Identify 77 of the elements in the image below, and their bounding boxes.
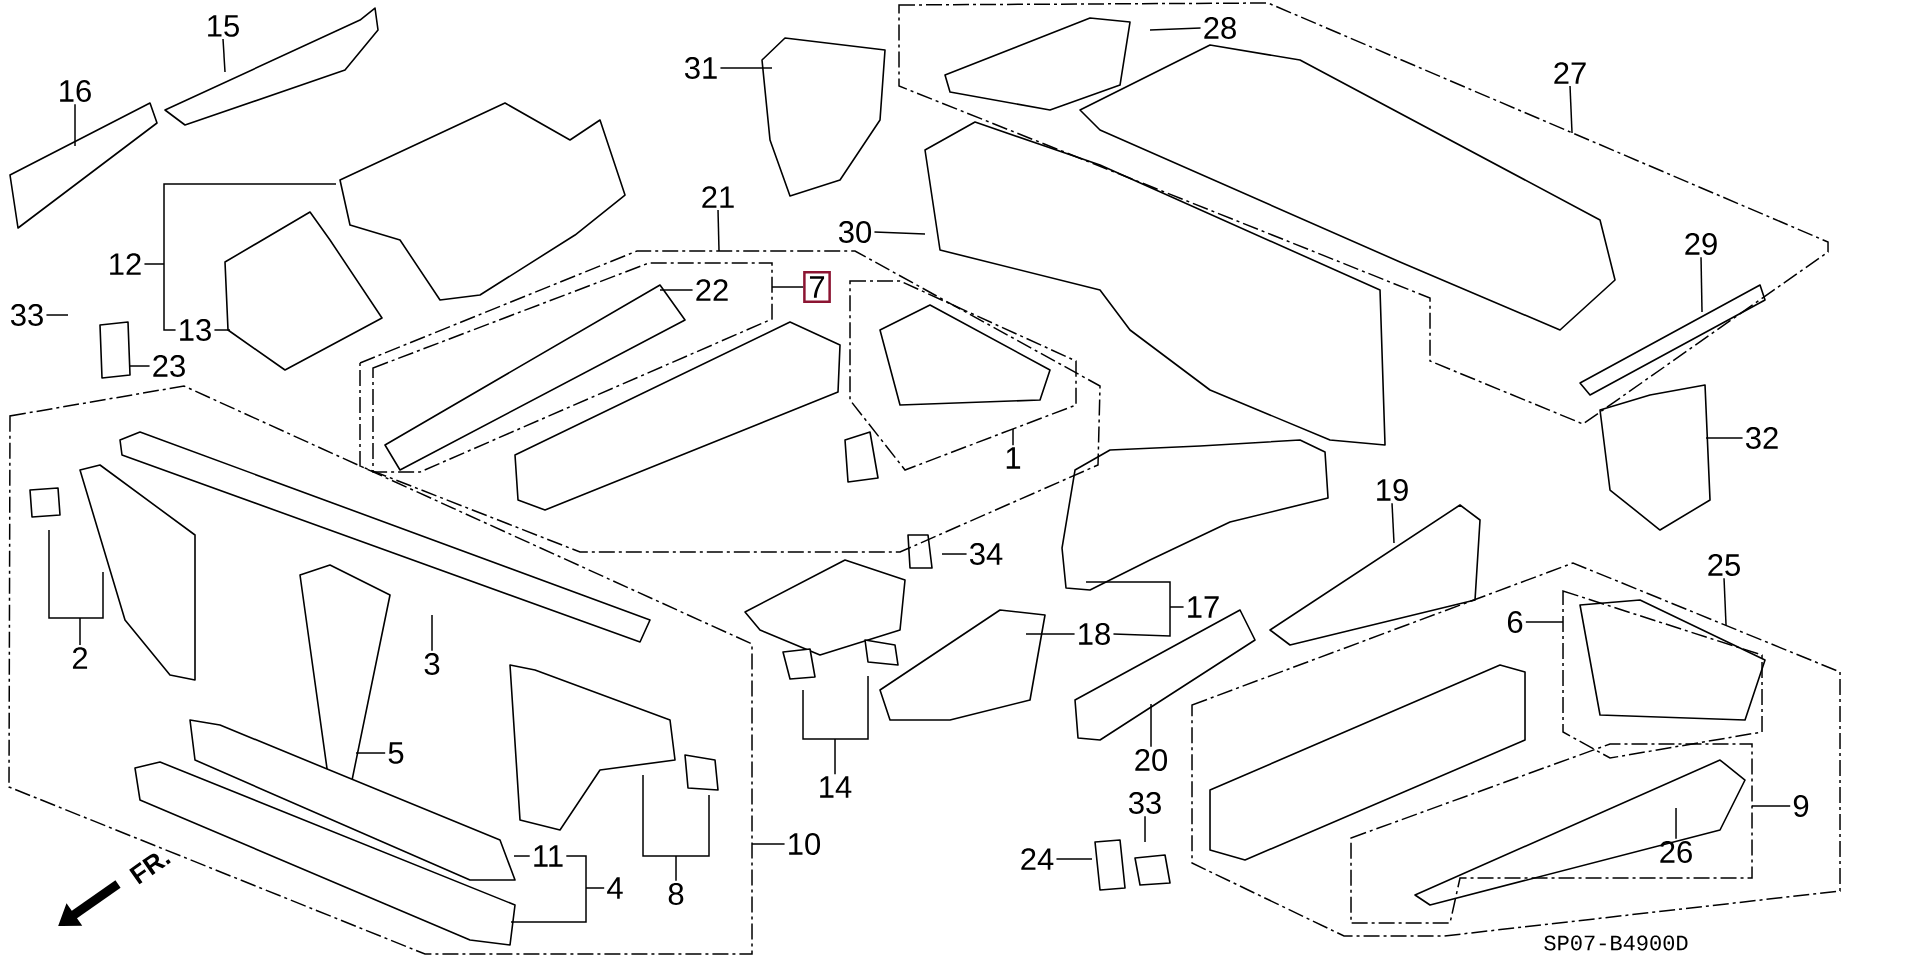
leader-line — [1085, 581, 1185, 637]
callout-number: 9 — [1793, 795, 1809, 817]
callout-number: 7 — [803, 271, 831, 303]
leader-line — [431, 614, 433, 652]
callout-number: 25 — [1708, 554, 1740, 576]
leader-line — [222, 38, 226, 73]
callout-number: 5 — [388, 742, 404, 764]
leader-line — [1569, 85, 1573, 134]
leader-line — [1025, 633, 1076, 635]
callout-number: 21 — [702, 186, 734, 208]
callout-number: 22 — [696, 279, 728, 301]
leader-line — [510, 855, 605, 923]
callout-number: 28 — [1204, 17, 1236, 39]
callout-number: 18 — [1079, 623, 1110, 645]
drawing-code: SP07-B4900D — [1544, 935, 1688, 951]
leader-line — [719, 67, 773, 69]
callout-number: 20 — [1135, 749, 1168, 771]
leader-line — [751, 843, 786, 845]
leader-line — [74, 103, 76, 147]
callout-number: 13 — [180, 319, 211, 341]
leader-line — [1150, 703, 1152, 748]
leader-line — [48, 529, 104, 646]
leader-line — [1723, 577, 1727, 626]
callout-number: 14 — [820, 776, 852, 798]
callout-number: 33 — [1128, 792, 1161, 814]
group-outline — [849, 280, 1077, 471]
leader-line — [642, 774, 710, 882]
leader-line — [1525, 621, 1564, 623]
callout-number: 19 — [1377, 479, 1408, 501]
leader-line — [128, 365, 151, 367]
leader-line — [1675, 807, 1677, 840]
callout-number: 31 — [684, 57, 717, 79]
leader-line — [1700, 256, 1703, 313]
group-outline — [1562, 590, 1763, 759]
callout-number: 32 — [1745, 427, 1778, 449]
callout-number: 27 — [1554, 62, 1586, 84]
leader-line — [1055, 858, 1093, 860]
callout-number: 4 — [607, 877, 623, 899]
leader-line — [873, 231, 926, 235]
leader-line — [1705, 437, 1744, 439]
callout-number: 1 — [1006, 447, 1021, 469]
leader-line — [513, 855, 531, 857]
callout-number: 15 — [208, 15, 239, 37]
direction-label: FR. — [129, 853, 171, 885]
leader-line — [45, 314, 69, 316]
leader-line — [355, 752, 386, 754]
leader-line — [941, 553, 968, 555]
callout-number: 16 — [60, 80, 91, 102]
callout-number: 30 — [838, 221, 872, 243]
callout-number: 26 — [1660, 841, 1692, 863]
callout-number: 8 — [668, 883, 684, 905]
callout-number: 24 — [1021, 848, 1054, 870]
callout-number: 10 — [789, 833, 821, 855]
leader-line — [1751, 805, 1791, 807]
leader-line — [802, 675, 869, 775]
callout-number: 6 — [1507, 611, 1523, 633]
leader-line — [659, 289, 694, 291]
callout-number: 3 — [424, 653, 440, 675]
callout-number: 2 — [72, 647, 88, 669]
callout-number: 29 — [1685, 233, 1717, 255]
leader-line — [1144, 815, 1146, 843]
callout-number: 34 — [969, 543, 1003, 565]
group-outline — [1350, 743, 1753, 924]
callout-number: 33 — [10, 304, 43, 326]
group-outline — [8, 385, 753, 955]
callout-number: 12 — [110, 253, 141, 275]
leader-line — [1391, 502, 1395, 544]
callout-number: 11 — [534, 845, 563, 867]
callout-number: 23 — [153, 355, 185, 377]
group-outline — [898, 2, 1829, 425]
leader-line — [1012, 428, 1014, 446]
leader-line — [143, 183, 337, 331]
group-outline — [372, 262, 773, 473]
callout-number: 17 — [1188, 596, 1219, 618]
leader-line — [717, 209, 720, 252]
leader-line — [771, 286, 804, 288]
leader-line — [213, 329, 231, 331]
